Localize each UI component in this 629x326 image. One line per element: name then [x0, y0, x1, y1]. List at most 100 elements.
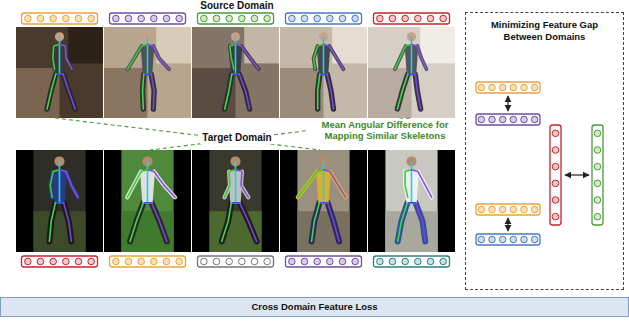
vector-cell [50, 15, 57, 22]
skeleton-bone [56, 73, 63, 75]
skeleton-bone [411, 161, 413, 169]
person-leg [327, 74, 333, 109]
person-leg [63, 74, 75, 109]
scene-background [192, 27, 279, 118]
feature-vector [592, 125, 603, 225]
skeleton-bone [148, 44, 170, 69]
skeleton-bone [416, 203, 426, 242]
skeleton-bone [412, 44, 427, 69]
letterbox [280, 150, 367, 252]
vector-cell [176, 258, 183, 265]
vector-cell [327, 258, 334, 265]
vector-cell [25, 258, 32, 265]
vector-cell [213, 258, 220, 265]
vector-cell [552, 213, 559, 220]
vector-frame [592, 125, 603, 225]
person-leg [49, 203, 55, 242]
letterbox [104, 150, 191, 252]
vector-frame [286, 256, 362, 267]
skeleton-bone [235, 170, 237, 203]
feature-vector [286, 256, 362, 267]
skeleton-bone [405, 170, 411, 198]
vector-frame [286, 13, 362, 24]
skeleton-bone [55, 202, 63, 204]
vector-cell [594, 147, 601, 154]
vector-cell [314, 15, 321, 22]
vector-cell [389, 258, 396, 265]
feature-vector [550, 125, 561, 225]
person-leg [416, 203, 426, 242]
person [298, 156, 346, 241]
vector-cell [389, 15, 396, 22]
scene-furniture [16, 68, 60, 118]
person-leg [47, 74, 56, 109]
vector-cell [489, 206, 496, 213]
skeleton-bone [59, 161, 61, 169]
skeleton-bone [64, 203, 72, 242]
vector-cell [489, 236, 496, 243]
skeleton-bone [144, 73, 151, 75]
loss-band: Cross Domain Feature Loss [0, 297, 629, 317]
section-title: Target Domain [200, 132, 273, 144]
person-leg [240, 203, 257, 242]
skeleton-bone [320, 73, 327, 75]
vector-cell [201, 15, 208, 22]
skeleton-bone [148, 170, 176, 198]
person-leg [328, 203, 340, 242]
vector-cell [402, 15, 409, 22]
person-leg [151, 74, 154, 109]
vector-cell [510, 84, 517, 91]
skeleton-bone [318, 74, 320, 109]
vector-frame [198, 13, 274, 24]
vector-cell [301, 258, 308, 265]
scene-background [16, 27, 103, 118]
vector-cell [251, 258, 258, 265]
vector-cell [499, 236, 506, 243]
feature-vector [198, 13, 274, 24]
vector-cell [594, 213, 601, 220]
vector-cell [63, 15, 70, 22]
double-arrow [507, 218, 508, 231]
scene-ground [297, 211, 349, 252]
person [128, 32, 170, 109]
vector-cell [88, 258, 95, 265]
vector-frame [550, 125, 561, 225]
vector-cell [176, 15, 183, 22]
skeleton-bone [147, 44, 149, 74]
skeleton-bone [60, 170, 78, 198]
skeleton-bone [152, 203, 167, 242]
target-strip [16, 150, 455, 267]
scene-background [121, 150, 173, 252]
vector-cell [499, 116, 506, 123]
gap-illustration [476, 82, 603, 245]
vector-cell [352, 258, 359, 265]
vector-cell [37, 15, 44, 22]
feature-vector [476, 82, 540, 93]
skeleton-bone [398, 203, 408, 242]
double-arrow [507, 96, 508, 111]
person-leg [318, 74, 320, 109]
skeleton-bone [151, 74, 154, 109]
scene-furniture [104, 68, 148, 118]
scene-furniture [420, 27, 455, 63]
skeleton-bone [298, 170, 324, 198]
vector-cell [264, 15, 271, 22]
scene-furniture [192, 68, 236, 118]
skeleton-bone [47, 74, 56, 109]
vector-frame [22, 13, 98, 24]
vector-cell [510, 116, 517, 123]
skeleton-bone [232, 73, 239, 75]
scene-furniture [156, 27, 191, 63]
feature-vector [286, 13, 362, 24]
skeleton-bone [60, 44, 72, 69]
vector-cell [427, 15, 434, 22]
skeleton-bone [59, 170, 61, 203]
scene-background [33, 150, 85, 252]
scene-background [280, 27, 367, 118]
skeleton-bone [323, 170, 325, 203]
vector-frame [110, 256, 186, 267]
vector-frame [110, 13, 186, 24]
vector-cell [478, 236, 485, 243]
scene-background [385, 150, 437, 252]
vector-cell [301, 15, 308, 22]
